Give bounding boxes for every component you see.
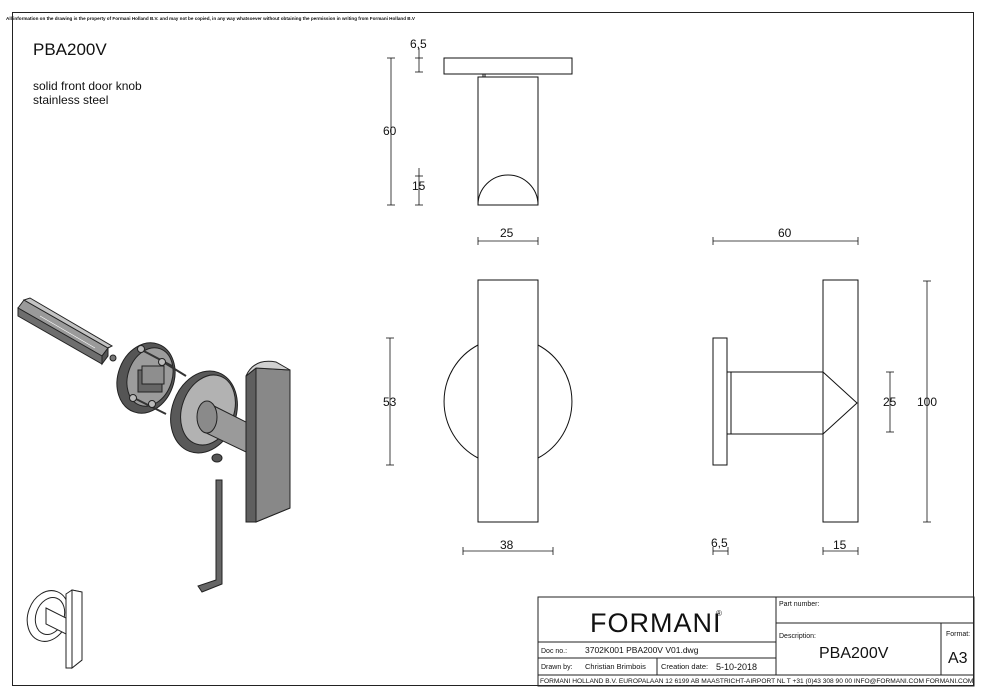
dim-top-height: 60	[383, 124, 397, 138]
dim-side-spindle: 25	[883, 395, 897, 409]
dim-front-rose: 38	[500, 538, 514, 552]
dim-side-height: 100	[917, 395, 937, 409]
creation-date-label: Creation date:	[661, 662, 708, 671]
format-label: Format:	[946, 631, 970, 638]
dim-top-flange: 6,5	[410, 37, 427, 51]
dim-front-width: 25	[500, 226, 514, 240]
grub-screw	[211, 453, 223, 463]
brand-logo: FORMANI	[590, 608, 722, 638]
part-number-label: Part number:	[779, 601, 820, 608]
drawn-by-value: Christian Brimbois	[585, 662, 646, 671]
doc-no-label: Doc no.:	[541, 648, 567, 655]
drawn-by-label: Drawn by:	[541, 664, 573, 671]
dim-front-height: 53	[383, 395, 397, 409]
dim-side-width: 60	[778, 226, 792, 240]
top-view-rose	[443, 57, 573, 75]
model-title: PBA200V	[33, 40, 107, 59]
side-view-neck	[730, 371, 858, 435]
doc-no-value: 3702K001 PBA200V V01.dwg	[585, 645, 699, 655]
brand-registered: ®	[716, 609, 722, 618]
side-view-grip	[822, 279, 859, 523]
drawing-frame	[12, 12, 974, 686]
format-value: A3	[948, 650, 968, 667]
dim-side-rose: 6,5	[711, 536, 728, 550]
mounting-plate	[116, 342, 187, 415]
dim-top-cut: 15	[412, 179, 426, 193]
knob-thumbnail	[26, 589, 83, 670]
side-view-rose	[712, 337, 728, 466]
front-view-knob	[477, 279, 539, 523]
hex-key	[197, 479, 223, 593]
description-value: PBA200V	[819, 645, 889, 662]
description-line-1: solid front door knob	[33, 79, 142, 93]
front-view-rose-right	[537, 344, 573, 459]
description-line-2: stainless steel	[33, 93, 109, 107]
dim-side-grip: 15	[833, 538, 847, 552]
spindle	[17, 297, 117, 366]
top-view	[443, 57, 573, 206]
title-block	[537, 596, 975, 687]
description-label: Description:	[779, 633, 816, 640]
front-view-rose-left	[443, 344, 479, 459]
disclaimer-text: All information on the drawing is the pr…	[6, 16, 415, 21]
top-view-knob	[477, 76, 539, 206]
footer-address: FORMANI HOLLAND B.V. EUROPALAAN 12 6199 …	[540, 678, 973, 685]
front-view	[443, 279, 573, 523]
creation-date-value: 5-10-2018	[716, 662, 757, 672]
exploded-view	[17, 297, 291, 593]
knob	[170, 360, 291, 523]
side-view	[712, 279, 859, 523]
top-view-cut	[477, 174, 539, 206]
